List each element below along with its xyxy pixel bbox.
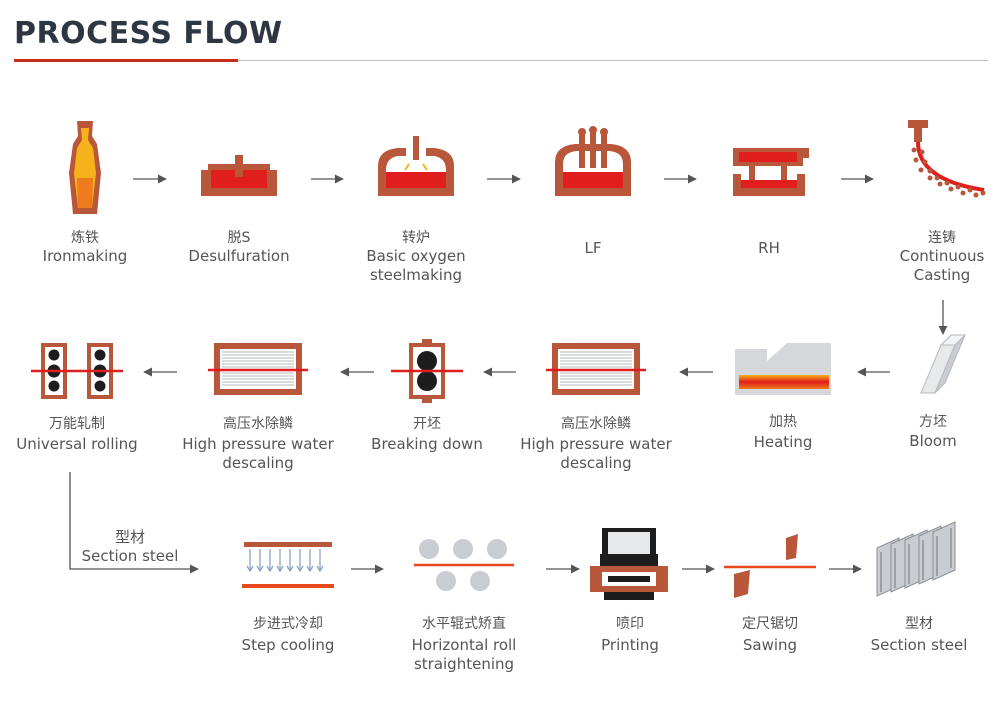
step-label-en: Basic oxygen steelmaking [366,247,466,284]
descaler-icon [546,323,646,423]
step-label-cn: 炼铁 [71,230,99,246]
title-accent-bar [14,59,238,62]
step-label-cn: 高压水除鳞 [561,416,631,432]
branch-label: 型材 Section steel [60,528,200,566]
step-label-en: Desulfuration [188,247,290,265]
cooling-bed-icon [238,518,338,618]
title-divider [14,60,988,61]
step-label-en: Sawing [742,636,798,654]
step-label-cn: 开坯 [413,416,441,432]
printer-icon [580,518,680,618]
continuous-caster-icon [892,118,992,218]
step-label-cn: 转炉 [402,230,430,246]
step-label-en: Ironmaking [42,247,128,265]
step-label-en: Continuous Casting [899,247,985,284]
step-label-cn: 水平辊式矫直 [422,616,506,632]
page-title: PROCESS FLOW [14,16,283,51]
desulfuration-vessel-icon [189,118,289,218]
converter-icon [366,118,466,218]
step-label-cn: 万能轧制 [49,416,105,432]
step-label-cn: 连铸 [928,230,956,246]
step-label-en: High pressure water descaling [182,435,334,472]
step-label-cn: 步进式冷却 [253,616,323,632]
step-label-en: Universal rolling [16,435,138,453]
section-steel-icon [869,518,969,618]
step-label-en: Bloom [909,432,957,450]
bloom-icon [883,323,983,423]
ladle-furnace-icon [543,118,643,218]
ladle-icon [35,118,135,218]
step-label-cn: 方坯 [919,414,947,430]
step-label-cn: 型材 [905,616,933,632]
step-label-en: High pressure water descaling [520,435,672,472]
step-label-en: Breaking down [371,435,483,453]
step-label-en: RH [758,239,780,257]
step-label-en: Printing [601,636,659,654]
saw-icon [720,518,820,618]
step-label-cn: 高压水除鳞 [223,416,293,432]
reheating-furnace-icon [733,323,833,423]
universal-mill-icon [27,323,127,423]
step-label-en: Section steel [870,636,968,654]
step-label-cn: 加热 [769,414,797,430]
step-label-en: Horizontal roll straightening [411,636,517,673]
breakdown-mill-icon [377,323,477,423]
descaler-icon [208,323,308,423]
step-label-cn: 定尺锯切 [742,616,798,632]
branch-label-en: Section steel [81,547,179,565]
roll-straightener-icon [414,518,514,618]
step-label-en: Heating [753,433,813,451]
step-label-cn: 喷印 [616,616,644,632]
rh-degasser-icon [719,118,819,218]
step-label-en: LF [584,239,602,257]
step-label-en: Step cooling [241,636,335,654]
branch-label-cn: 型材 [114,528,145,546]
step-label-cn: 脱S [227,230,251,246]
